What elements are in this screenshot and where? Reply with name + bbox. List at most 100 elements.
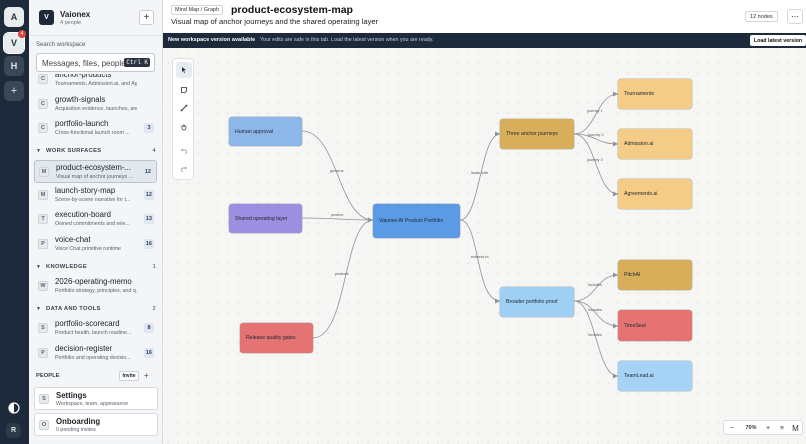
minimap-toggle[interactable]: M (792, 423, 799, 433)
item-avatar: C (38, 123, 48, 133)
item-title: execution-board (55, 210, 111, 219)
item-title: launch-story-map (55, 186, 116, 195)
section-header-data-and-tools[interactable]: ▼ DATA AND TOOLS 2 (36, 306, 156, 312)
pan-tool[interactable] (176, 119, 192, 135)
edge-label-journey-1: journey 1 (587, 109, 603, 113)
node-admission-ai[interactable]: Admission.ai (618, 129, 692, 159)
search-field[interactable]: Ctrl K (36, 53, 155, 72)
more-options-button[interactable]: ⋯ (787, 9, 803, 24)
section-header-work-surfaces[interactable]: ▼ WORK SURFACES 4 (36, 148, 156, 154)
workspace-switch-a[interactable]: A (4, 7, 24, 27)
graph-edges (301, 91, 619, 379)
graph-canvas[interactable]: governs powers protects leads with exten… (163, 48, 806, 444)
user-avatar[interactable]: R (6, 423, 21, 438)
workspace-logo: V (39, 10, 54, 25)
cursor-icon (182, 67, 186, 73)
edge-includes-1 (573, 274, 619, 302)
zoom-out-button[interactable]: − (729, 424, 735, 432)
edge-label-leads-with: leads with (471, 171, 488, 175)
connector-tool[interactable] (176, 100, 192, 116)
add-person-button[interactable]: + (144, 371, 149, 380)
list-item[interactable]: S portfolio-scorecard Product health, la… (34, 317, 157, 340)
search-label: Search workspace (36, 42, 86, 48)
undo-icon (181, 148, 187, 154)
item-title: portfolio-launch (55, 119, 109, 128)
node-teamlead-ai[interactable]: TeamLead.ai (618, 361, 692, 391)
edge-journey-1 (573, 93, 619, 135)
chevron-down-icon: ▼ (36, 148, 42, 154)
load-latest-button[interactable]: Load latest version (750, 35, 806, 46)
list-item-active[interactable]: M product-ecosystem-... Visual map of an… (34, 160, 157, 183)
page-header: Mind Map / Graph product-ecosystem-map V… (163, 0, 806, 33)
zoom-in-button[interactable]: + (765, 424, 771, 432)
node-release-quality-gates[interactable]: Release quality gates (240, 323, 313, 353)
workspace-switch-v[interactable]: V (3, 32, 25, 54)
list-item[interactable]: C portfolio-launch Cross-functional laun… (34, 117, 157, 140)
list-item[interactable]: P voice-chat Voice Chat primitive runtim… (34, 233, 157, 256)
item-avatar: S (38, 323, 48, 333)
theme-toggle-icon[interactable] (4, 399, 24, 417)
search-input[interactable] (42, 57, 128, 69)
banner-message: Your edits are safe in this tab. Load th… (260, 37, 434, 43)
edge-label-includes: includes (588, 333, 602, 337)
edge-label-protects: protects (335, 272, 349, 276)
item-count-badge: 13 (143, 214, 154, 224)
list-item[interactable]: W 2026-operating-memo Portfolio strategy… (34, 275, 157, 298)
edge-label-includes: includes (588, 283, 602, 287)
zoom-controls: − 70% + ≡ M (723, 420, 803, 435)
item-count-badge: 16 (143, 348, 154, 358)
item-avatar: P (38, 239, 48, 249)
new-item-button[interactable]: + (139, 10, 154, 25)
menu-icon[interactable]: ≡ (780, 424, 784, 432)
list-item[interactable]: C growth-signals Acquisition evidence, l… (34, 93, 157, 116)
node-broader-portfolio-proof[interactable]: Broader portfolio proof (500, 287, 574, 317)
list-item[interactable]: P decision-register Portfolio and operat… (34, 342, 157, 365)
search-shortcut: Ctrl K (124, 58, 150, 67)
edge-label-journey-3: journey 3 (587, 158, 603, 162)
workspace-name[interactable]: Vaionex (60, 10, 91, 19)
page-title: product-ecosystem-map (231, 4, 353, 16)
settings-card[interactable]: S Settings Workspace, team, appearance (34, 387, 158, 410)
select-tool[interactable] (176, 62, 192, 78)
node-human-approval[interactable]: Human approval (229, 117, 302, 146)
item-subtitle: 0 pending invites (56, 427, 96, 433)
item-title: anchor-products (55, 74, 112, 79)
workspace-member-count: 4 people (60, 20, 82, 26)
redo-button[interactable] (176, 161, 192, 177)
item-title: portfolio-scorecard (55, 319, 120, 328)
edge-includes-2 (573, 300, 619, 327)
node-tournaments[interactable]: Tournaments (618, 79, 692, 109)
zoom-level: 70% (745, 425, 757, 431)
chevron-down-icon: ▼ (36, 264, 42, 270)
invite-button[interactable]: Invite (119, 371, 139, 381)
node-timeseal[interactable]: TimeSeal (618, 310, 692, 341)
undo-button[interactable] (176, 143, 192, 159)
item-avatar: M (38, 190, 48, 200)
item-subtitle: Portfolio strategy, principles, and q... (55, 288, 137, 294)
workspace-switch-h[interactable]: H (4, 56, 24, 76)
node-three-anchor-journeys[interactable]: Three anchor journeys (500, 119, 574, 149)
item-title: Onboarding (56, 417, 101, 426)
breadcrumb[interactable]: Mind Map / Graph (171, 5, 224, 15)
section-header-knowledge[interactable]: ▼ KNOWLEDGE 1 (36, 264, 156, 270)
sidebar: V Vaionex 4 people + Search workspace Ct… (29, 0, 163, 444)
onboarding-card[interactable]: O Onboarding 0 pending invites (34, 413, 158, 436)
item-count-badge: 16 (143, 239, 154, 249)
note-tool[interactable] (176, 82, 192, 98)
list-item[interactable]: C anchor-products Tournaments, Admission… (34, 74, 157, 91)
redo-icon (181, 166, 187, 172)
node-portfolio[interactable]: Vaionex AI Product Portfolio (373, 204, 460, 238)
add-workspace-button[interactable]: + (4, 81, 24, 101)
page-subtitle: Visual map of anchor journeys and the sh… (171, 17, 379, 26)
node-pitchai[interactable]: PitchAI (618, 260, 692, 290)
item-subtitle: Tournaments, Admission.ai, and Ag... (55, 81, 137, 87)
item-avatar: W (38, 281, 48, 291)
list-item[interactable]: T execution-board Owned commitments and … (34, 208, 157, 231)
edge-leads-with (459, 133, 501, 221)
item-subtitle: Cross-functional launch room ... (55, 130, 130, 136)
item-count-badge: 12 (143, 190, 154, 200)
node-shared-operating-layer[interactable]: Shared operating layer (229, 204, 302, 233)
list-item[interactable]: M launch-story-map Scene-by-scene narrat… (34, 184, 157, 207)
edge-arrowhead (613, 272, 618, 278)
node-agreements-ai[interactable]: Agreements.ai (618, 179, 692, 209)
